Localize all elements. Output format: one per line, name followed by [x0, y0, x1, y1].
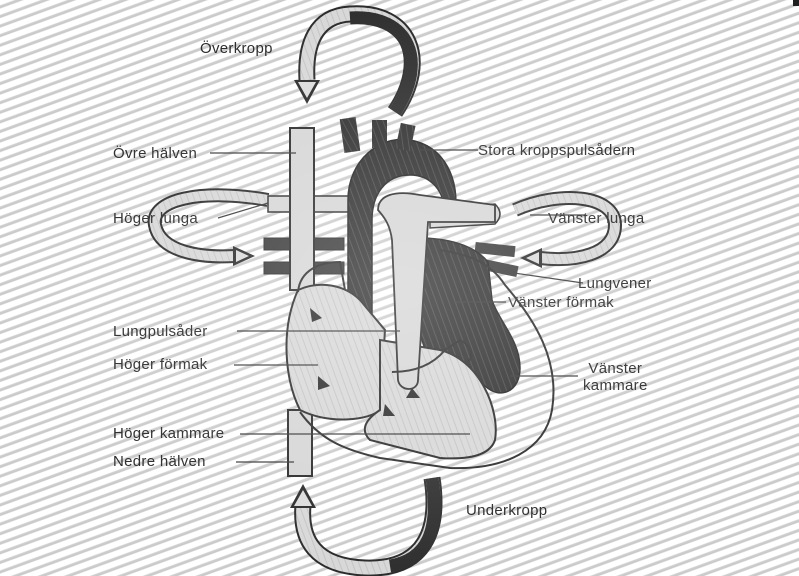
label-stora-kroppspulsadern: Stora kroppspulsådern	[478, 142, 635, 159]
label-vanster-kammare-line1: Vänster	[583, 360, 648, 377]
label-vanster-formak: Vänster förmak	[508, 294, 614, 311]
label-lungpulsader: Lungpulsåder	[113, 323, 208, 340]
label-overkropp: Överkropp	[200, 40, 273, 57]
label-nedre-halven: Nedre hälven	[113, 453, 206, 470]
label-hoger-formak: Höger förmak	[113, 356, 207, 373]
lower-body-circulation-arrow	[290, 478, 434, 568]
corner-mark	[793, 0, 799, 6]
label-hoger-lunga: Höger lunga	[113, 210, 198, 227]
right-lung-circulation-arrow	[155, 195, 268, 266]
label-ovre-halven: Övre hälven	[113, 145, 197, 162]
left-lung-circulation-arrow	[515, 198, 615, 268]
label-vanster-kammare-line2: kammare	[583, 377, 648, 394]
label-underkropp: Underkropp	[466, 502, 547, 519]
label-vanster-lunga: Vänster lunga	[548, 210, 644, 227]
label-hoger-kammare: Höger kammare	[113, 425, 224, 442]
label-lungvener: Lungvener	[578, 275, 652, 292]
label-vanster-kammare: Vänster kammare	[583, 360, 648, 394]
upper-body-circulation-arrow	[294, 14, 412, 112]
